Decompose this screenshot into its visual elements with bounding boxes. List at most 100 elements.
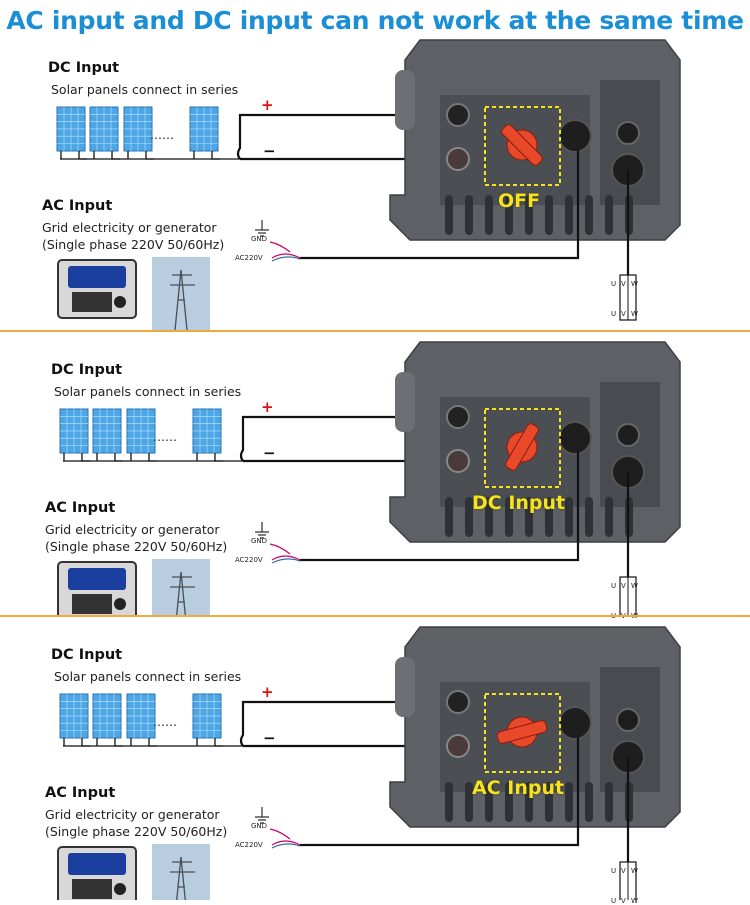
uvw-label-bottom: U [611, 310, 617, 318]
ac-input-heading: AC Input [45, 785, 116, 801]
generator-image [57, 561, 137, 617]
dc-input-description: Solar panels connect in series [54, 384, 242, 399]
uvw-label-top: U [611, 280, 617, 288]
selector-switch-knob [501, 124, 543, 166]
ac-cable-gland [558, 706, 592, 740]
power-tower-image [152, 844, 210, 900]
ac-input-description-1: Grid electricity or generator [45, 807, 220, 822]
solar-panel-icon [192, 693, 223, 747]
dc-positive-connector [446, 690, 470, 714]
ac-input-description-1: Grid electricity or generator [42, 220, 217, 235]
ac-input-wire [300, 452, 580, 562]
ground-icon [255, 807, 269, 824]
switch-highlight-box [484, 693, 561, 773]
series-ellipsis: …… [150, 128, 174, 142]
cable-gland-small [616, 121, 640, 145]
solar-panel-icon [59, 408, 90, 462]
ac-cable-gland [558, 421, 592, 455]
uvw-label-bottom: V [621, 310, 626, 318]
positive-wire [239, 415, 455, 462]
ac-input-description-2: (Single phase 220V 50/60Hz) [42, 237, 225, 252]
cable-gland-small [616, 708, 640, 732]
ac-input-description-2: (Single phase 220V 50/60Hz) [45, 824, 228, 839]
dc-positive-connector [446, 405, 470, 429]
selector-switch-knob [505, 423, 539, 471]
solar-panel-icon [89, 106, 120, 160]
uvw-label-top: V [621, 582, 626, 590]
dc-input-description: Solar panels connect in series [54, 669, 242, 684]
solar-panel-icon [56, 106, 87, 160]
dc-input-description: Solar panels connect in series [51, 82, 239, 97]
dc-input-heading: DC Input [51, 647, 123, 663]
switch-highlight-box [484, 106, 561, 186]
dc-input-heading: DC Input [48, 60, 120, 76]
ac-input-heading: AC Input [42, 198, 113, 214]
positive-wire [236, 113, 455, 160]
switch-state-label: DC Input [472, 492, 566, 514]
solar-panel-icon [126, 693, 157, 747]
dc-input-heading: DC Input [51, 362, 123, 378]
solar-panel-icon [59, 693, 90, 747]
dc-negative-connector [446, 449, 470, 473]
dc-negative-connector [446, 147, 470, 171]
ac220v-label: AC220V [235, 254, 263, 262]
negative-sign: − [263, 444, 276, 462]
positive-wire [239, 700, 455, 747]
ac220v-label: AC220V [235, 556, 263, 564]
generator-image [57, 259, 137, 319]
solar-panel-icon [126, 408, 157, 462]
switch-state-label: AC Input [472, 777, 565, 799]
ground-icon [255, 522, 269, 539]
ac-input-wire [300, 150, 580, 260]
uvw-label-top: U [611, 582, 617, 590]
switch-state-label: OFF [498, 190, 541, 212]
switch-highlight-box [484, 408, 561, 488]
series-ellipsis: …… [153, 430, 177, 444]
series-ellipsis: …… [153, 715, 177, 729]
ground-icon [255, 220, 269, 237]
ac-cable-gland [558, 119, 592, 153]
solar-panel-icon [189, 106, 220, 160]
dc-positive-connector [446, 103, 470, 127]
ac-input-description-2: (Single phase 220V 50/60Hz) [45, 539, 228, 554]
panel-separator [0, 330, 750, 332]
uvw-label-bottom: V [621, 897, 626, 905]
ac-input-wire [300, 737, 580, 847]
solar-panel-icon [123, 106, 154, 160]
uvw-label-top: U [611, 867, 617, 875]
uvw-label-bottom: W [631, 897, 638, 905]
positive-sign: + [261, 683, 274, 701]
power-tower-image [152, 559, 210, 617]
uvw-label-bottom: U [611, 897, 617, 905]
panel-separator [0, 615, 750, 617]
uvw-label-top: W [631, 582, 638, 590]
power-tower-image [152, 257, 210, 331]
gnd-label: GND [251, 235, 268, 243]
uvw-label-top: W [631, 280, 638, 288]
positive-sign: + [261, 96, 274, 114]
solar-panel-icon [92, 693, 123, 747]
ac220v-label: AC220V [235, 841, 263, 849]
cable-gland-small [616, 423, 640, 447]
negative-sign: − [263, 729, 276, 747]
gnd-label: GND [251, 822, 268, 830]
uvw-label-top: V [621, 867, 626, 875]
uvw-label-top: W [631, 867, 638, 875]
wiring-diagram [57, 626, 681, 900]
ac-input-heading: AC Input [45, 500, 116, 516]
uvw-label-top: V [621, 280, 626, 288]
page-title: AC input and DC input can not work at th… [6, 6, 744, 35]
selector-switch-knob [496, 716, 548, 748]
generator-image [57, 846, 137, 900]
negative-sign: − [263, 142, 276, 160]
ac-input-description-1: Grid electricity or generator [45, 522, 220, 537]
solar-panel-icon [92, 408, 123, 462]
dc-negative-connector [446, 734, 470, 758]
solar-panel-icon [192, 408, 223, 462]
positive-sign: + [261, 398, 274, 416]
wiring-diagram [57, 341, 681, 617]
wiring-diagram [56, 39, 681, 331]
